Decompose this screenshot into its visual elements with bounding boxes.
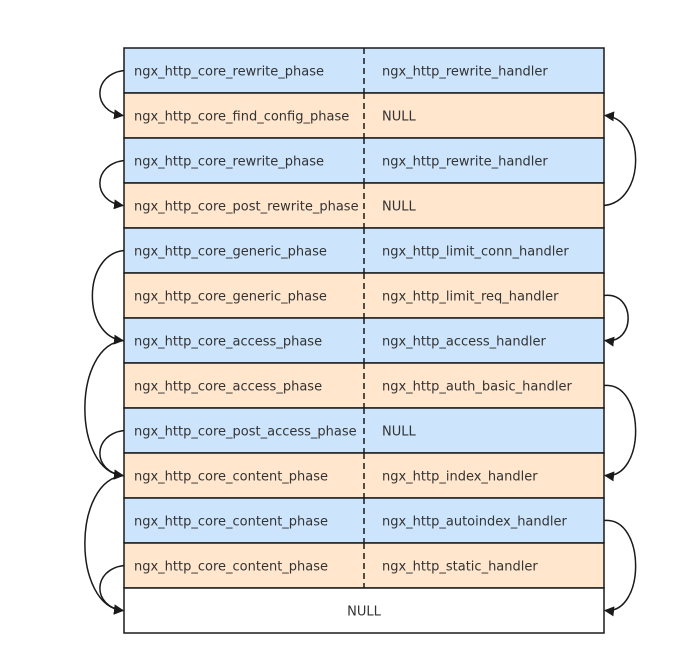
table-row: ngx_http_core_post_rewrite_phase NULL	[123, 182, 605, 229]
handler-label: ngx_http_limit_conn_handler	[382, 245, 569, 260]
handler-label: ngx_http_autoindex_handler	[382, 515, 567, 530]
flow-arrow	[99, 159, 125, 210]
phase-label: ngx_http_core_access_phase	[134, 335, 322, 350]
phase-label: ngx_http_core_content_phase	[134, 470, 328, 485]
table-row: ngx_http_core_generic_phase ngx_http_limi…	[123, 272, 605, 319]
handler-label: ngx_http_limit_req_handler	[382, 290, 559, 305]
flow-arrow	[99, 429, 125, 480]
final-null-label: NULL	[347, 605, 381, 620]
flow-arrow	[91, 249, 125, 345]
table-row: ngx_http_core_rewrite_phase ngx_http_rewr…	[123, 137, 605, 184]
phase-label: ngx_http_core_post_access_phase	[134, 425, 357, 440]
handler-label: ngx_http_rewrite_handler	[382, 65, 548, 80]
flow-arrow	[99, 564, 125, 615]
flow-arrow	[84, 339, 125, 480]
row-background	[123, 587, 605, 634]
handler-label: NULL	[382, 110, 416, 125]
table-row: ngx_http_core_content_phase ngx_http_inde…	[123, 452, 605, 499]
final-null-row: NULL	[123, 587, 605, 634]
phase-label: ngx_http_core_generic_phase	[134, 290, 327, 305]
flow-arrow	[99, 69, 125, 120]
table-row: ngx_http_core_content_phase ngx_http_auto…	[123, 497, 605, 544]
handler-label: NULL	[382, 200, 416, 215]
flow-arrow	[603, 519, 637, 617]
phase-label: ngx_http_core_rewrite_phase	[134, 155, 324, 170]
flow-arrow	[84, 474, 125, 615]
flow-arrow	[603, 384, 637, 482]
table-row: ngx_http_core_post_access_phase NULL	[123, 407, 605, 454]
handler-label: ngx_http_static_handler	[382, 560, 538, 575]
handler-label: ngx_http_rewrite_handler	[382, 155, 548, 170]
handler-label: NULL	[382, 425, 416, 440]
flow-arrow	[603, 111, 637, 207]
phase-label: ngx_http_core_find_config_phase	[134, 110, 349, 125]
flow-arrows	[84, 69, 637, 617]
handler-label: ngx_http_auth_basic_handler	[382, 380, 572, 395]
table-row: ngx_http_core_access_phase ngx_http_auth_…	[123, 362, 605, 409]
phase-label: ngx_http_core_rewrite_phase	[134, 65, 324, 80]
handler-label: ngx_http_index_handler	[382, 470, 538, 485]
handler-label: ngx_http_access_handler	[382, 335, 546, 350]
flow-arrow	[603, 294, 629, 347]
table-row: ngx_http_core_rewrite_phase ngx_http_rewr…	[123, 47, 605, 94]
table-row: ngx_http_core_content_phase ngx_http_stat…	[123, 542, 605, 589]
table-row: ngx_http_core_find_config_phase NULL	[123, 92, 605, 139]
phase-label: ngx_http_core_access_phase	[134, 380, 322, 395]
phase-label: ngx_http_core_content_phase	[134, 560, 328, 575]
phase-table: ngx_http_core_rewrite_phase ngx_http_rewr…	[123, 47, 605, 634]
phase-label: ngx_http_core_post_rewrite_phase	[134, 200, 359, 215]
table-row: ngx_http_core_access_phase ngx_http_acces…	[123, 317, 605, 364]
phase-label: ngx_http_core_generic_phase	[134, 245, 327, 260]
table-row: ngx_http_core_generic_phase ngx_http_limi…	[123, 227, 605, 274]
phase-label: ngx_http_core_content_phase	[134, 515, 328, 530]
